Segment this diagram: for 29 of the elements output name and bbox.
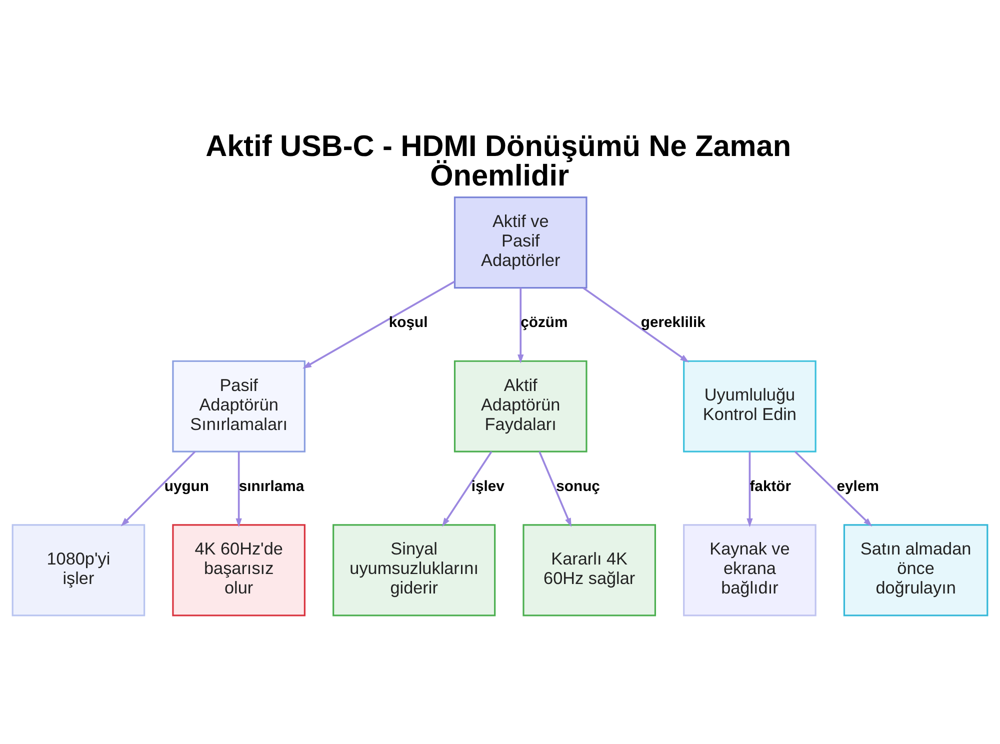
node-box: Uyumluluğu Kontrol Edin <box>683 360 816 452</box>
node-box: Pasif Adaptörün Sınırlamaları <box>172 360 306 452</box>
node-box: Kaynak ve ekrana bağlıdır <box>683 524 816 616</box>
edge-label: koşul <box>388 315 428 332</box>
arrow <box>746 452 753 528</box>
arrow <box>120 451 196 526</box>
edge-label: eylem <box>836 479 879 496</box>
arrow <box>518 288 524 364</box>
arrow <box>538 451 572 527</box>
node-box: Satın almadan önce doğrulayın <box>843 524 988 616</box>
node-box: Kararlı 4K 60Hz sağlar <box>522 524 656 616</box>
arrow <box>794 450 872 527</box>
diagram-title: Aktif USB-C - HDMI Dönüşümü Ne Zaman Önemlidir <box>206 130 792 193</box>
edge-label: sınırlama <box>238 479 304 496</box>
node-box: 1080p'yi işler <box>12 524 146 616</box>
node-box: 4K 60Hz'de başarısız olur <box>172 524 306 616</box>
edge-label: sonuç <box>556 479 600 496</box>
arrow <box>236 452 242 528</box>
edge-label: gereklilik <box>640 315 706 332</box>
arrow <box>442 451 492 527</box>
node-box: Sinyal uyumsuzluklarını giderir <box>332 524 496 616</box>
edge-label: çözüm <box>520 315 568 332</box>
arrow <box>302 280 455 369</box>
edge-label: faktör <box>750 479 792 496</box>
node-box: Aktif Adaptörün Faydaları <box>454 360 588 452</box>
edge-label: uygun <box>164 479 209 496</box>
node-box: Aktif ve Pasif Adaptörler <box>454 196 588 289</box>
arrow <box>582 287 690 362</box>
edge-label: işlev <box>471 479 504 496</box>
